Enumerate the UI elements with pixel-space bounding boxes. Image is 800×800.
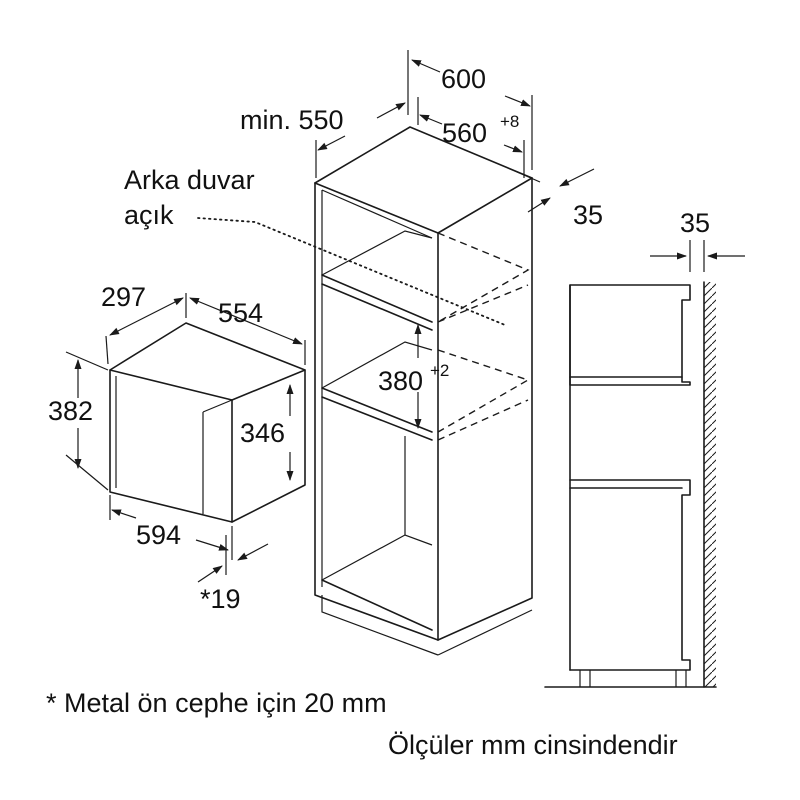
label-min-550: min. 550	[240, 105, 344, 135]
metal-front-note: * Metal ön cephe için 20 mm	[46, 688, 387, 718]
label-554: 554	[218, 298, 263, 328]
label-297: 297	[101, 282, 146, 312]
label-382: 382	[48, 396, 93, 426]
label-560-tolerance: +8	[500, 112, 519, 131]
label-560: 560	[442, 118, 487, 148]
footnotes: * Metal ön cephe için 20 mm Ölçüler mm c…	[46, 688, 678, 760]
label-19: *19	[200, 584, 241, 614]
microwave-drawing	[65, 293, 306, 583]
label-380-tolerance: +2	[430, 361, 449, 380]
cabinet-drawing	[197, 50, 595, 656]
label-380: 380	[378, 366, 423, 396]
units-note: Ölçüler mm cinsindendir	[388, 730, 678, 760]
side-view-drawing	[544, 240, 745, 688]
dimension-labels: 600 min. 550 560 +8 35 Arka duvar açık 2…	[48, 64, 710, 614]
label-600: 600	[441, 64, 486, 94]
label-arka-duvar: Arka duvar	[124, 165, 255, 195]
label-35-side: 35	[680, 208, 710, 238]
label-594: 594	[136, 520, 181, 550]
label-35-cabinet: 35	[573, 200, 603, 230]
label-346: 346	[240, 418, 285, 448]
label-acik: açık	[124, 200, 174, 230]
